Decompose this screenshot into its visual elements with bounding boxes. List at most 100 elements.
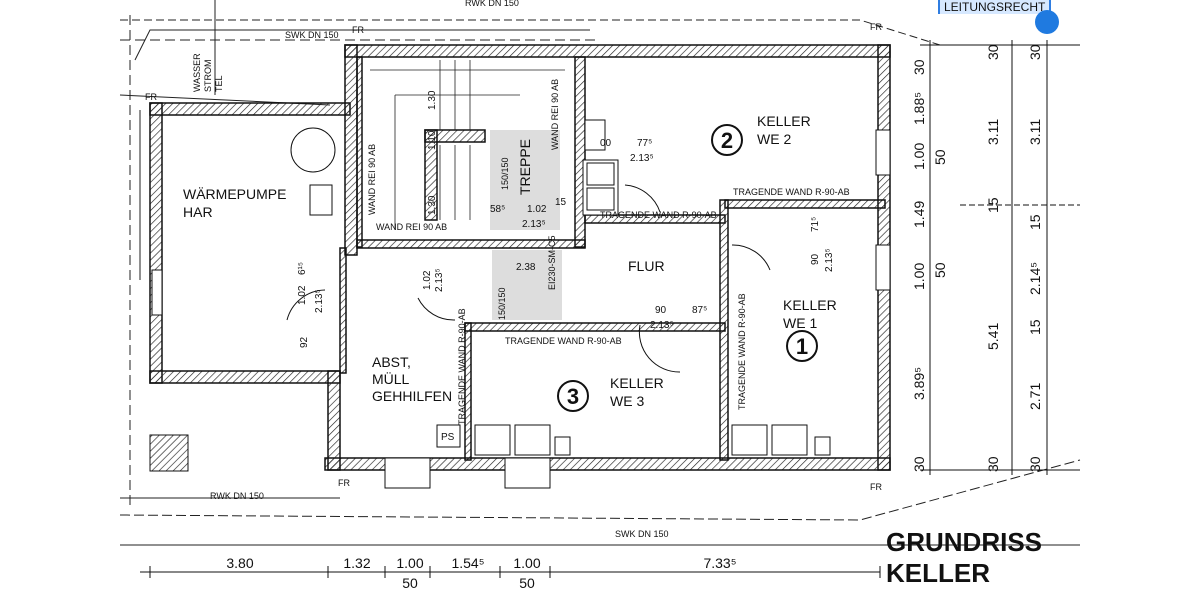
- swk-bottom: SWK DN 150: [615, 529, 669, 539]
- room-gehhilfen: GEHHILFEN: [372, 388, 452, 404]
- dim-right3-b: 3.11: [1027, 119, 1043, 145]
- svg-text:1.02: 1.02: [527, 204, 547, 215]
- wand-rei-3: WAND REI 90 AB: [550, 79, 560, 150]
- svg-text:77⁵: 77⁵: [637, 138, 652, 149]
- room-flur: FLUR: [628, 258, 665, 274]
- room-waermepumpe: WÄRMEPUMPE: [183, 186, 286, 202]
- fr-label-2: FR: [870, 482, 882, 492]
- interior-dimensions: 1.30 1.10 1.30 58⁵ 1.02 2.13⁵ 15 2.38 00…: [297, 90, 835, 348]
- svg-text:1.30: 1.30: [427, 195, 438, 215]
- drag-handle[interactable]: [1035, 10, 1059, 34]
- tel-label: TEL: [214, 75, 224, 92]
- dim-bottom-3: 1.00: [396, 555, 423, 571]
- dim-right1-a: 30: [911, 59, 927, 75]
- site-lines: [119, 0, 1081, 546]
- rwk-bottom: RWK DN 150: [210, 491, 264, 501]
- dim-right1b-a: 50: [932, 149, 948, 165]
- wasser-label: WASSER: [192, 53, 202, 92]
- svg-text:1.02: 1.02: [422, 270, 433, 290]
- dim-right1-b: 1.88⁵: [911, 92, 927, 125]
- room-keller-we3: KELLER: [610, 375, 664, 391]
- leitungsrecht-badge[interactable]: LEITUNGSRECHT: [938, 0, 1052, 14]
- tragende-wand-v1: TRAGENDE WAND R-90-AB: [457, 308, 467, 425]
- dim-right1-g: 30: [911, 456, 927, 472]
- svg-text:6¹⁵: 6¹⁵: [297, 262, 308, 275]
- dim-right2-c: 15: [985, 197, 1001, 213]
- room-muell: MÜLL: [372, 370, 410, 387]
- title-line1: GRUNDRISS: [886, 527, 1042, 557]
- tragende-wand-3: TRAGENDE WAND R-90-AB: [505, 336, 622, 346]
- svg-text:2.13⁵: 2.13⁵: [522, 219, 546, 230]
- dim-right3-e: 15: [1027, 319, 1043, 335]
- fr-label-1: FR: [870, 22, 882, 32]
- dim-right3-g: 30: [1027, 456, 1043, 472]
- svg-text:2.13⁵: 2.13⁵: [630, 153, 654, 164]
- tragende-wand-1: TRAGENDE WAND R-90-AB: [733, 187, 850, 197]
- svg-text:1.02: 1.02: [297, 285, 308, 305]
- fr-label-3: FR: [338, 478, 350, 488]
- room-keller-we3-unit: WE 3: [610, 393, 644, 409]
- dim-bottom-6: 7.33⁵: [703, 555, 736, 571]
- dim-right1-f: 3.89⁵: [911, 367, 927, 400]
- dim-right1-c: 1.00: [911, 143, 927, 170]
- appliances: [149, 127, 831, 472]
- dim-right2-d: 5.41: [985, 323, 1001, 350]
- treppe-150-a: 150/150: [500, 157, 510, 190]
- svg-text:92: 92: [299, 336, 310, 348]
- dim-right1-d: 1.49: [911, 201, 927, 228]
- room-keller-we1-unit: WE 1: [783, 315, 817, 331]
- svg-text:2.13⁵: 2.13⁵: [314, 289, 325, 313]
- dim-right2-b: 3.11: [985, 119, 1001, 145]
- dim-bottom-7: 50: [402, 575, 418, 591]
- svg-text:2.13⁵: 2.13⁵: [824, 248, 835, 272]
- room-numbers: [557, 124, 818, 412]
- room-keller-we2-unit: WE 2: [757, 131, 791, 147]
- room-keller-we2: KELLER: [757, 113, 811, 129]
- dim-bottom-8: 50: [519, 575, 535, 591]
- windows: [151, 119, 891, 489]
- room-waermepumpe-har: HAR: [183, 204, 213, 220]
- strom-label: STROM: [203, 60, 213, 93]
- title-line2: KELLER: [886, 558, 990, 588]
- dim-right3-d: 2.14⁵: [1027, 262, 1043, 295]
- dim-right2-a: 30: [985, 44, 1001, 60]
- svg-text:90: 90: [810, 253, 821, 265]
- doors: [286, 184, 771, 373]
- wand-rei-1: WAND REI 90 AB: [376, 222, 447, 232]
- dim-bottom-1: 3.80: [226, 555, 253, 571]
- ps-label: PS: [441, 432, 455, 443]
- dim-bottom-4: 1.54⁵: [451, 555, 484, 571]
- dim-right1b-b: 50: [932, 262, 948, 278]
- svg-text:58⁵: 58⁵: [490, 204, 505, 215]
- dim-bottom-5: 1.00: [513, 555, 540, 571]
- svg-text:2.13⁵: 2.13⁵: [434, 268, 445, 292]
- wand-rei-2: WAND REI 90 AB: [367, 144, 377, 215]
- fr-label-5: FR: [352, 25, 364, 35]
- tragende-wand-v2: TRAGENDE WAND R-90-AB: [737, 293, 747, 410]
- tragende-wand-2: TRAGENDE WAND R-90-AB: [600, 210, 717, 220]
- dim-right3-c: 15: [1027, 214, 1043, 230]
- svg-text:00: 00: [600, 138, 612, 149]
- treppe-150-b: 150/150: [497, 287, 507, 320]
- dim-right3-a: 30: [1027, 44, 1043, 60]
- svg-text:2.38: 2.38: [516, 262, 536, 273]
- dim-right3-f: 2.71: [1027, 383, 1043, 410]
- fr-label-4: FR: [145, 92, 157, 102]
- right-dimension-lines: [920, 40, 1080, 475]
- svg-text:15: 15: [555, 197, 567, 208]
- door-ei-label: EI230-SM-C5: [547, 235, 557, 290]
- dim-right2-e: 30: [985, 456, 1001, 472]
- svg-text:1.30: 1.30: [427, 90, 438, 110]
- room-treppe: TREPPE: [517, 139, 533, 195]
- rwk-top: RWK DN 150: [465, 0, 519, 8]
- stair: [370, 60, 565, 320]
- room-number-we2: 2: [721, 128, 733, 153]
- room-number-we1: 1: [796, 334, 808, 359]
- room-abst: ABST,: [372, 354, 411, 370]
- svg-text:87⁵: 87⁵: [692, 305, 707, 316]
- svg-text:1.10: 1.10: [427, 130, 438, 150]
- room-keller-we1: KELLER: [783, 297, 837, 313]
- bottom-dimension-line: [140, 566, 881, 578]
- svg-text:90: 90: [655, 305, 667, 316]
